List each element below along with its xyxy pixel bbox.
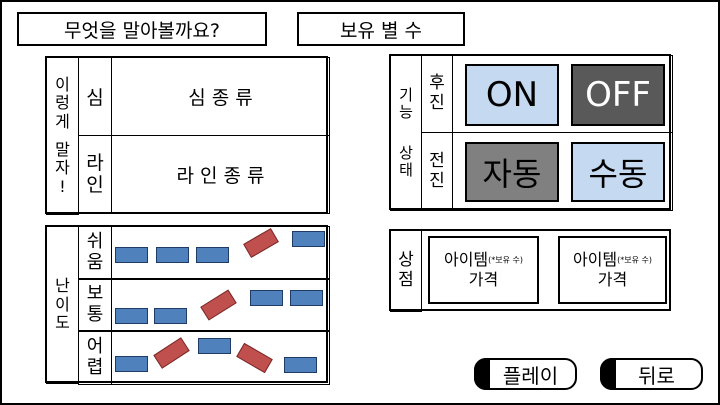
question-box: 무엇을 말아볼까요?	[17, 12, 267, 46]
owned-stars-label: 보유 별 수	[340, 19, 422, 42]
difficulty-option-normal[interactable]	[111, 278, 330, 332]
name-panel: 이 렁 게 말 자 ! 심 심 종 류 라 인 라 인 종 류	[45, 56, 330, 215]
back-button[interactable]: 뒤로	[600, 358, 703, 390]
obstacle-block	[243, 228, 279, 258]
line-key-cell: 라 인	[78, 135, 112, 214]
preview-block	[115, 356, 148, 372]
preview-block	[290, 290, 323, 306]
shop-item-card[interactable]: 아이템(*보유 수) 가격	[558, 236, 667, 304]
preview-block	[284, 357, 317, 373]
back-label: 뒤로	[638, 363, 675, 388]
preview-block	[115, 247, 148, 263]
shop-panel: 상 점 아이템(*보유 수) 가격 아이템(*보유 수) 가격	[389, 229, 671, 312]
shop-item-name: 아이템	[572, 250, 618, 269]
preview-block	[292, 231, 325, 247]
normal-label-cell: 보 통	[78, 278, 112, 332]
preview-block	[115, 308, 148, 324]
obstacle-block	[200, 289, 237, 321]
forward-options-cell	[452, 132, 673, 211]
line-type-label: 라 인 종 류	[176, 165, 265, 187]
preview-block	[198, 338, 231, 354]
preview-block	[154, 308, 187, 324]
shop-item-card[interactable]: 아이템(*보유 수) 가격	[428, 236, 539, 304]
shop-item-owned-note: (*보유 수)	[488, 255, 524, 265]
shop-item-price: 가격	[597, 270, 628, 289]
reverse-on-button[interactable]: ON	[465, 64, 559, 126]
shop-side-label: 상 점	[390, 230, 422, 312]
function-side-label: 기 능 상 태	[390, 55, 422, 211]
forward-manual-button[interactable]: 수동	[571, 142, 665, 202]
reverse-key-cell: 후 진	[421, 55, 453, 133]
button-cap	[600, 358, 616, 390]
shop-item-name: 아이템	[443, 250, 489, 269]
hard-label-cell: 어 렵	[78, 330, 112, 385]
sim-type-selector[interactable]: 심 종 류	[111, 57, 330, 136]
line-type-selector[interactable]: 라 인 종 류	[111, 135, 330, 214]
difficulty-side-label: 난 이 도	[46, 226, 79, 384]
function-panel: 기 능 상 태 후 진 ON OFF 전 진 자동 수동	[389, 54, 673, 211]
button-cap	[474, 358, 490, 390]
name-panel-side-label: 이 렁 게 말 자 !	[46, 57, 79, 215]
question-label: 무엇을 말아볼까요?	[64, 19, 220, 42]
owned-stars-box: 보유 별 수	[297, 12, 465, 46]
shop-item-price: 가격	[468, 270, 499, 289]
shop-item-owned-note: (*보유 수)	[617, 255, 653, 265]
difficulty-option-hard[interactable]	[111, 330, 330, 385]
forward-auto-button[interactable]: 자동	[465, 142, 559, 202]
difficulty-panel: 난 이 도 쉬 움 보 통 어 렵	[45, 225, 330, 385]
play-label: 플레이	[502, 363, 559, 388]
difficulty-option-easy[interactable]	[111, 226, 330, 280]
easy-label-cell: 쉬 움	[78, 226, 112, 280]
sim-type-label: 심 종 류	[188, 87, 253, 109]
reverse-off-button[interactable]: OFF	[571, 64, 665, 126]
preview-block	[156, 247, 189, 263]
sim-key-cell: 심	[78, 57, 112, 136]
obstacle-block	[236, 342, 273, 374]
play-button[interactable]: 플레이	[474, 358, 577, 390]
preview-block	[196, 247, 229, 263]
obstacle-block	[153, 337, 190, 369]
forward-key-cell: 전 진	[421, 132, 453, 211]
preview-block	[250, 290, 283, 306]
